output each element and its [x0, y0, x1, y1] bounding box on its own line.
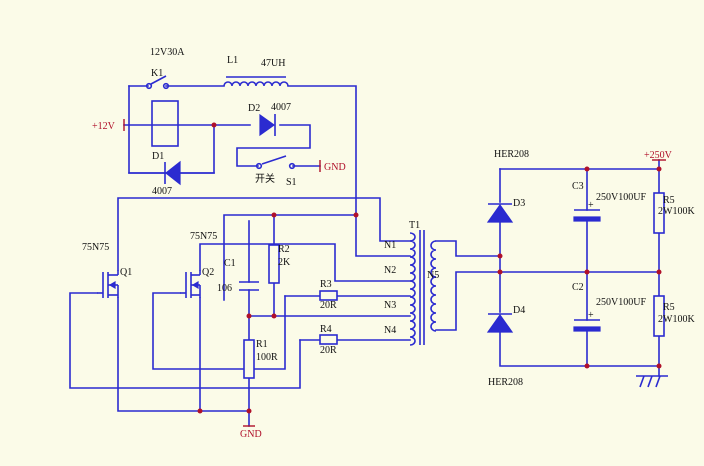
capacitor-c3: [573, 209, 601, 222]
label-t1: T1: [409, 220, 420, 231]
label-d2-value: 4007: [271, 102, 291, 113]
label-r3-value: 20R: [320, 300, 337, 311]
label-c3-plus: +: [588, 200, 594, 211]
label-gnd-bottom: GND: [240, 429, 262, 440]
diode-d1: [164, 160, 181, 186]
chassis-ground-symbol: [636, 375, 668, 388]
label-r5-bottom-value: 2W100K: [658, 314, 695, 325]
capacitor-c2: [573, 319, 601, 332]
label-c3-value: 250V100UF: [596, 192, 646, 203]
label-switch-cn: 开关: [255, 172, 275, 185]
capacitor-c1: [239, 281, 259, 291]
relay-coil: [151, 100, 179, 147]
diode-d3: [486, 203, 514, 223]
inductor-l1: [223, 81, 289, 87]
label-her208-bottom: HER208: [488, 377, 523, 388]
label-gnd-switch: GND: [324, 162, 346, 173]
mosfet-q1: [97, 270, 119, 298]
label-q1: Q1: [120, 267, 132, 278]
label-r5-bottom: R5: [663, 302, 675, 313]
label-r2-value: 2K: [278, 257, 291, 268]
label-c3: C3: [572, 181, 584, 192]
label-r5-top: R5: [663, 195, 675, 206]
label-k1: K1: [151, 68, 163, 79]
label-r2: R2: [278, 244, 290, 255]
label-her208-top: HER208: [494, 149, 529, 160]
label-r4-value: 20R: [320, 345, 337, 356]
label-r3: R3: [320, 279, 332, 290]
transformer-secondary-n5: [430, 240, 437, 332]
label-n5: N5: [427, 270, 439, 281]
label-d2: D2: [248, 103, 260, 114]
diode-d2: [259, 113, 276, 137]
wires: [69, 85, 660, 427]
label-d4: D4: [513, 305, 525, 316]
diode-d4: [486, 313, 514, 333]
relay-contact-k1: [145, 75, 170, 90]
labels: 12V30A K1 L1 47UH D2 4007 D1 4007 +12V G…: [82, 47, 695, 440]
switch-s1: [255, 155, 296, 170]
label-r5-top-value: 2W100K: [658, 206, 695, 217]
label-l1-value: 47UH: [261, 58, 285, 69]
label-c2-plus: +: [588, 310, 594, 321]
label-d3: D3: [513, 198, 525, 209]
label-n1: N1: [384, 240, 396, 251]
label-l1: L1: [227, 55, 238, 66]
label-c1-value: 106: [217, 283, 232, 294]
label-relay-rating: 12V30A: [150, 47, 185, 58]
label-c2: C2: [572, 282, 584, 293]
resistor-r3: [319, 290, 338, 301]
label-q1-model: 75N75: [82, 242, 109, 253]
resistor-r1: [243, 339, 255, 379]
resistor-r4: [319, 334, 338, 345]
label-c1: C1: [224, 258, 236, 269]
label-r4: R4: [320, 324, 332, 335]
resistor-r2: [268, 244, 280, 284]
label-q2-model: 75N75: [190, 231, 217, 242]
label-c2-value: 250V100UF: [596, 297, 646, 308]
label-plus12v: +12V: [92, 121, 116, 132]
mosfet-q2: [180, 270, 201, 298]
label-q2: Q2: [202, 267, 214, 278]
resistor-r5-bottom: [653, 295, 665, 337]
label-s1: S1: [286, 177, 297, 188]
label-n4: N4: [384, 325, 396, 336]
junction-dots: [197, 122, 662, 414]
label-r1-value: 100R: [256, 352, 278, 363]
label-d1-value: 4007: [152, 186, 172, 197]
label-n2: N2: [384, 265, 396, 276]
resistor-r5-top: [653, 192, 665, 234]
label-n3: N3: [384, 300, 396, 311]
transformer-primary: [409, 232, 416, 346]
label-r1: R1: [256, 339, 268, 350]
label-d1: D1: [152, 151, 164, 162]
label-plus250v: +250V: [644, 150, 673, 161]
